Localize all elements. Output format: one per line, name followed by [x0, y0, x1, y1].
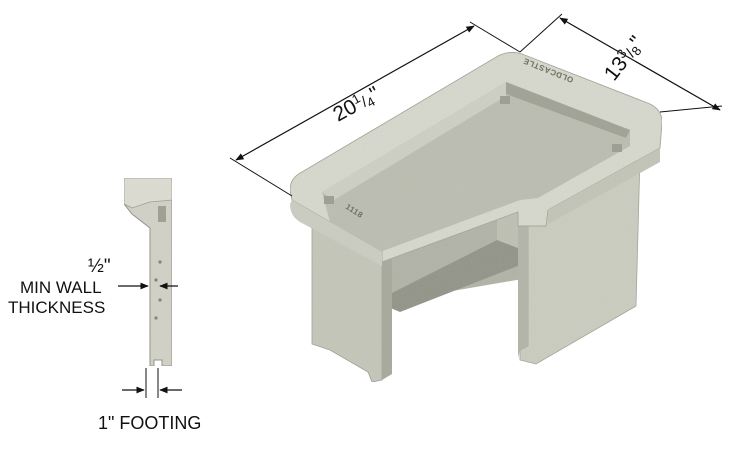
width-label: 133/8" [599, 31, 649, 85]
rib-dot [154, 316, 158, 320]
box-rim-right-band [548, 148, 660, 224]
wall-thickness-fraction: ½" [88, 256, 111, 277]
box-right-leg-edge [518, 222, 528, 358]
box-left-leg-inner-edge [382, 256, 392, 380]
width-dimension-line [559, 17, 721, 111]
width-extension-bottom [659, 105, 723, 113]
rib-dot [158, 260, 162, 264]
rib-dot [158, 298, 162, 302]
corner-lug [612, 144, 622, 152]
wall-section-lip [123, 177, 173, 209]
footing-label: 1" FOOTING [98, 413, 202, 433]
wall-section-notch [158, 206, 166, 222]
corner-lug [500, 96, 510, 104]
box-rim-opening [322, 82, 630, 252]
length-extension-right [469, 21, 521, 53]
wall-section-view [123, 177, 173, 367]
length-dimension-line [235, 25, 475, 161]
wall-thickness-label-line1: MIN WALL [20, 278, 102, 297]
wall-thickness-label-line2: THICKNESS [8, 298, 106, 317]
length-label: 201/4" [329, 81, 384, 127]
width-extension-top [519, 13, 563, 53]
corner-lug [324, 196, 334, 204]
length-extension-left [229, 157, 293, 197]
wall-section-profile [123, 177, 173, 367]
box-rim-front-band [290, 200, 382, 266]
meter-box-isometric [289, 51, 663, 383]
box-inner-bottom-strip [386, 240, 528, 312]
rib-dot [154, 278, 158, 282]
